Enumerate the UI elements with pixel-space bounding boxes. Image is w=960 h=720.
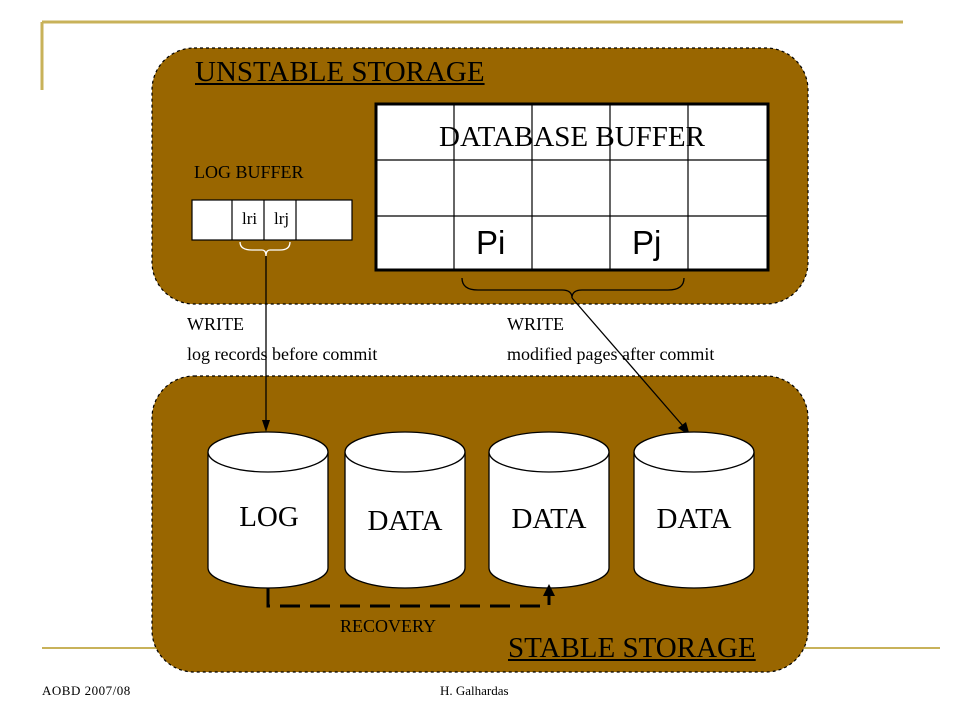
write-log-caption-verb: WRITE	[187, 314, 244, 334]
write-pages-caption-verb: WRITE	[507, 314, 564, 334]
database-buffer-title: DATABASE BUFFER	[439, 121, 705, 153]
page-pi: Pi	[476, 224, 506, 261]
stable-storage-title: STABLE STORAGE	[508, 632, 756, 664]
write-log-arrow	[262, 256, 270, 432]
data-cylinder-1-label: DATA	[367, 505, 443, 537]
log-cylinder-label: LOG	[239, 501, 299, 533]
recovery-path	[266, 584, 555, 608]
footer-course: AOBD 2007/08	[42, 683, 131, 698]
data-cylinder-3	[633, 431, 755, 589]
data-cylinder-1	[344, 431, 466, 589]
data-cylinder-2-label: DATA	[511, 503, 587, 535]
page-pj: Pj	[632, 224, 662, 261]
unstable-storage-title: UNSTABLE STORAGE	[195, 56, 485, 88]
footer-author: H. Galhardas	[440, 683, 509, 698]
write-pages-caption-detail: modified pages after commit	[507, 344, 715, 364]
write-log-caption-detail: log records before commit	[187, 344, 378, 364]
log-buffer-strip	[191, 199, 353, 241]
database-buffer-grid	[374, 102, 770, 272]
log-buffer-label: LOG BUFFER	[194, 162, 304, 182]
log-record-lri: lri	[242, 209, 258, 228]
log-cylinder	[207, 431, 329, 589]
recovery-label: RECOVERY	[340, 616, 437, 636]
log-record-lrj: lrj	[274, 209, 290, 228]
data-cylinder-3-label: DATA	[656, 503, 732, 535]
data-cylinder-2	[488, 431, 610, 589]
